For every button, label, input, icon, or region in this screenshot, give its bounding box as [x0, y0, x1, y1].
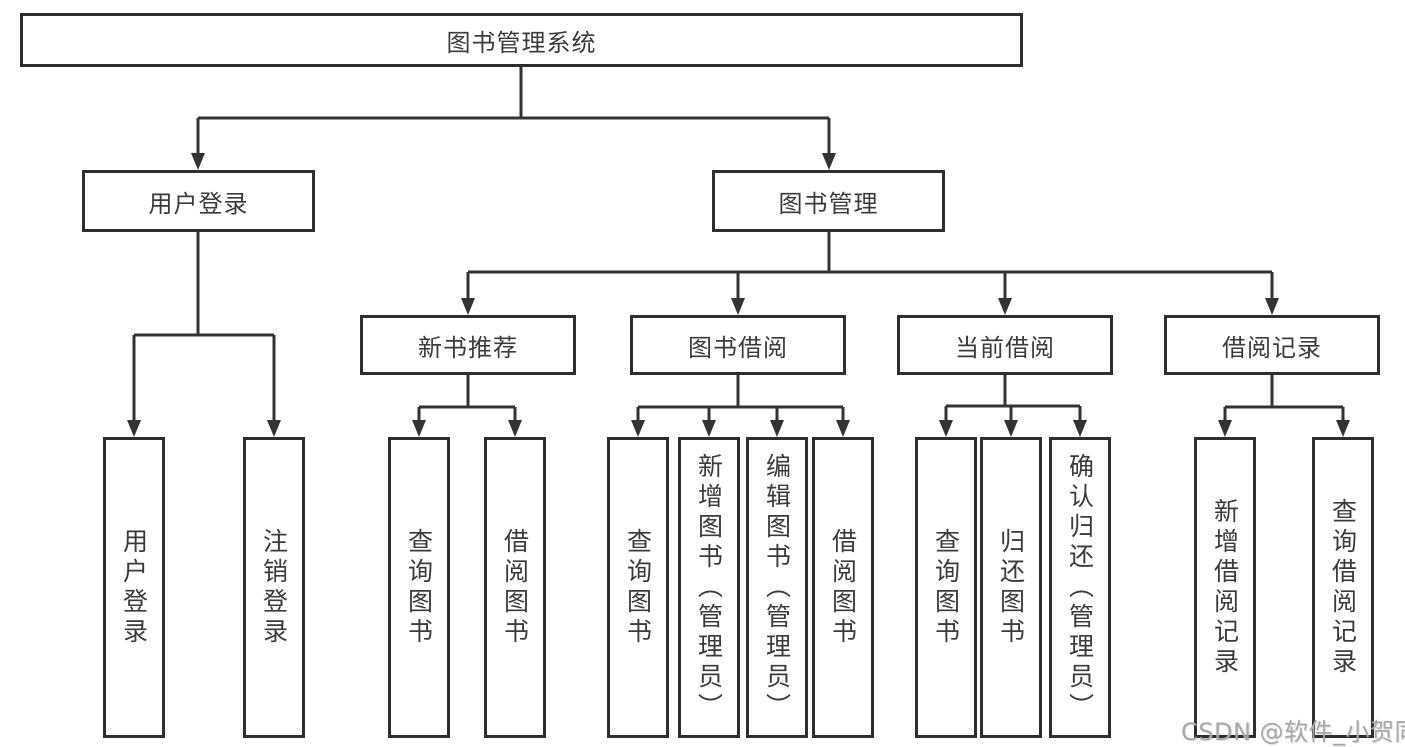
leaf-logout-label: 注销登录: [259, 527, 289, 648]
leaf-add-book-admin-label: 新增图书（管理员）: [694, 452, 724, 723]
leaf-add-borrow-record: 新增借阅记录: [1194, 437, 1256, 738]
leaf-edit-book-admin-label: 编辑图书（管理员）: [762, 452, 792, 723]
node-new-book-recommend: 新书推荐: [360, 315, 576, 375]
leaf-query-book-current: 查询图书: [915, 437, 977, 738]
node-user-login: 用户登录: [82, 170, 315, 232]
node-root-system-label: 图书管理系统: [446, 28, 597, 57]
node-book-management-label: 图书管理: [778, 189, 879, 218]
leaf-borrow-book-recommend: 借阅图书: [484, 437, 546, 738]
leaf-confirm-return-admin: 确认归还（管理员）: [1049, 437, 1111, 738]
csdn-watermark: CSDN @软件_小贺同学: [1181, 718, 1405, 746]
node-borrow-record: 借阅记录: [1164, 315, 1380, 375]
node-current-borrow: 当前借阅: [897, 315, 1113, 375]
leaf-query-borrow-record: 查询借阅记录: [1312, 437, 1374, 738]
leaf-edit-book-admin: 编辑图书（管理员）: [746, 437, 808, 738]
leaf-logout: 注销登录: [243, 437, 305, 738]
leaf-query-book-borrow-label: 查询图书: [623, 527, 653, 648]
leaf-query-borrow-record-label: 查询借阅记录: [1328, 497, 1358, 678]
leaf-add-borrow-record-label: 新增借阅记录: [1210, 497, 1240, 678]
leaf-add-book-admin: 新增图书（管理员）: [678, 437, 740, 738]
leaf-return-book: 归还图书: [980, 437, 1042, 738]
leaf-confirm-return-admin-label: 确认归还（管理员）: [1065, 452, 1095, 723]
node-root-system: 图书管理系统: [20, 13, 1023, 67]
node-current-borrow-label: 当前借阅: [955, 333, 1055, 362]
leaf-borrow-book-recommend-label: 借阅图书: [500, 527, 530, 648]
leaf-query-book-recommend-label: 查询图书: [404, 527, 434, 648]
leaf-query-book-recommend: 查询图书: [388, 437, 450, 738]
node-book-borrow-label: 图书借阅: [688, 333, 788, 362]
node-user-login-label: 用户登录: [148, 189, 249, 218]
leaf-user-login: 用户登录: [103, 437, 165, 738]
leaf-query-book-borrow: 查询图书: [607, 437, 669, 738]
node-borrow-record-label: 借阅记录: [1222, 333, 1322, 362]
leaf-query-book-current-label: 查询图书: [931, 527, 961, 648]
node-book-management: 图书管理: [712, 170, 945, 232]
leaf-borrow-book: 借阅图书: [812, 437, 874, 738]
node-book-borrow: 图书借阅: [630, 315, 846, 375]
leaf-user-login-label: 用户登录: [119, 527, 149, 648]
leaf-borrow-book-label: 借阅图书: [828, 527, 858, 648]
leaf-return-book-label: 归还图书: [996, 527, 1026, 648]
node-new-book-recommend-label: 新书推荐: [418, 333, 518, 362]
